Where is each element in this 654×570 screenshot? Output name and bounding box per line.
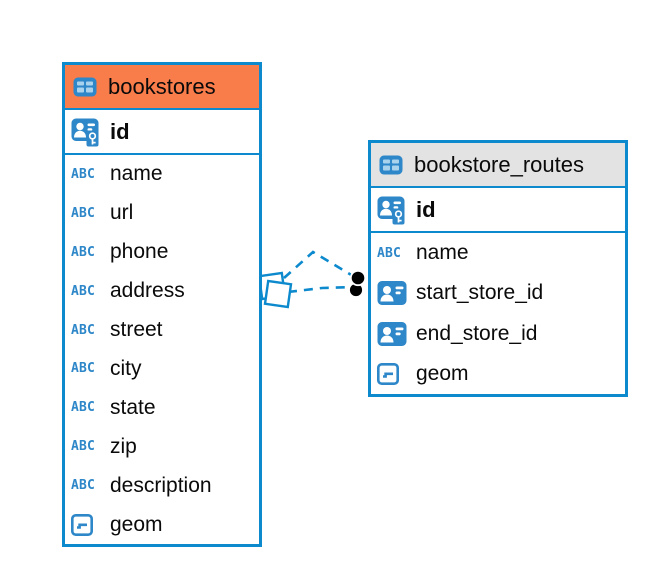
table-icon-box [379, 155, 405, 175]
column-type-icon-box [71, 513, 103, 536]
text-type-icon: ABC [71, 166, 96, 182]
column-type-icon-box: ABC [71, 478, 103, 493]
table-icon-box [73, 77, 99, 97]
column-row[interactable]: ABC city [65, 350, 259, 389]
table-icon [379, 155, 403, 174]
column-name: city [110, 356, 142, 380]
text-type-icon: ABC [71, 283, 96, 299]
column-name: id [110, 118, 130, 144]
column-row[interactable]: ABC name [371, 233, 625, 273]
column-row[interactable]: ABC description [65, 466, 259, 505]
table-name: bookstore_routes [414, 151, 584, 177]
text-type-icon: ABC [71, 439, 96, 455]
text-type-icon: ABC [71, 244, 96, 260]
table-name: bookstores [108, 73, 216, 99]
column-name: end_store_id [416, 321, 538, 345]
column-row[interactable]: end_store_id [371, 314, 625, 354]
column-name: street [110, 318, 163, 342]
column-type-icon-box: ABC [71, 361, 103, 376]
relationship-line[interactable] [287, 285, 354, 294]
column-name: address [110, 279, 185, 303]
column-row[interactable]: geom [65, 505, 259, 544]
column-type-icon-box [377, 280, 409, 306]
primary-key-icon [71, 118, 99, 146]
column-type-icon-box: ABC [71, 439, 103, 454]
foreign-key-icon [377, 321, 407, 346]
table-header[interactable]: bookstore_routes [371, 143, 625, 188]
column-row[interactable]: ABC street [65, 311, 259, 350]
relationship-dot-marker [349, 269, 367, 287]
column-type-icon-box: ABC [71, 206, 103, 221]
column-row[interactable]: start_store_id [371, 273, 625, 313]
text-type-icon: ABC [71, 400, 96, 416]
column-type-icon-box [377, 195, 409, 225]
column-type-icon-box [71, 117, 103, 147]
column-row[interactable]: ABC url [65, 194, 259, 233]
table-icon [73, 77, 97, 96]
column-type-icon-box [377, 362, 409, 385]
column-name: geom [416, 361, 469, 385]
column-name: zip [110, 434, 137, 458]
column-row[interactable]: ABC state [65, 388, 259, 427]
column-type-icon-box: ABC [71, 245, 103, 260]
foreign-key-icon [377, 281, 407, 306]
column-name: url [110, 201, 134, 225]
column-type-icon-box: ABC [71, 400, 103, 415]
column-name: state [110, 395, 156, 419]
column-row[interactable]: ABC name [65, 155, 259, 194]
text-type-icon: ABC [71, 361, 96, 377]
column-type-icon-box: ABC [377, 246, 409, 261]
geometry-type-icon [377, 362, 399, 385]
text-type-icon: ABC [71, 322, 96, 338]
relationship-diamond-marker [263, 279, 293, 309]
relationship-line[interactable] [283, 250, 354, 279]
text-type-icon: ABC [377, 245, 402, 261]
column-name: start_store_id [416, 281, 544, 305]
column-name: geom [110, 512, 163, 536]
text-type-icon: ABC [71, 478, 96, 494]
key-column-row[interactable]: id [65, 110, 259, 155]
key-column-row[interactable]: id [371, 188, 625, 233]
column-name: id [416, 196, 436, 222]
table-header[interactable]: bookstores [65, 65, 259, 110]
column-row[interactable]: geom [371, 354, 625, 394]
column-type-icon-box: ABC [71, 284, 103, 299]
column-name: description [110, 473, 212, 497]
column-row[interactable]: ABC address [65, 272, 259, 311]
column-type-icon-box: ABC [71, 323, 103, 338]
text-type-icon: ABC [71, 205, 96, 221]
column-row[interactable]: ABC phone [65, 233, 259, 272]
column-name: name [416, 241, 469, 265]
column-name: name [110, 162, 163, 186]
column-type-icon-box: ABC [71, 167, 103, 182]
column-row[interactable]: ABC zip [65, 427, 259, 466]
column-type-icon-box [377, 321, 409, 347]
primary-key-icon [377, 196, 405, 224]
geometry-type-icon [71, 513, 93, 536]
column-name: phone [110, 240, 169, 264]
